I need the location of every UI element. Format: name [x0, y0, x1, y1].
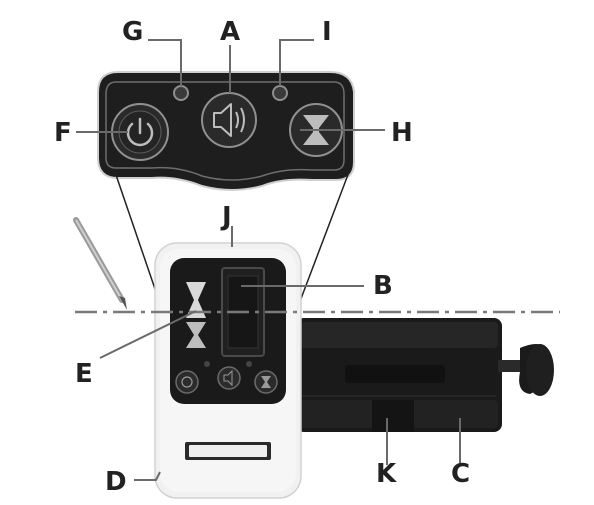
leader-e	[99, 310, 197, 359]
label-g: G	[122, 17, 143, 47]
sound-button-zoom	[201, 92, 257, 148]
label-h: H	[391, 118, 413, 148]
keypad-inner-outline	[105, 81, 345, 181]
label-e: E	[75, 359, 93, 389]
leader-lines	[76, 39, 461, 481]
label-j: J	[220, 202, 232, 232]
label-c: C	[451, 459, 470, 489]
label-f: F	[54, 118, 72, 148]
label-d: D	[105, 467, 127, 497]
power-icon	[126, 117, 154, 147]
laser-receiver	[154, 242, 302, 499]
leader-i	[279, 39, 314, 86]
led-g-zoom	[173, 85, 189, 101]
label-k: K	[376, 459, 397, 489]
leader-d	[134, 471, 161, 481]
receiver-buttons	[175, 361, 278, 394]
speaker-icon	[213, 103, 245, 137]
label-b: B	[373, 271, 393, 301]
led-i-zoom	[272, 85, 288, 101]
level-indicator-display	[183, 282, 209, 348]
power-button	[175, 370, 199, 394]
sound-button	[217, 366, 241, 390]
label-a: A	[220, 17, 240, 47]
label-i: I	[322, 17, 332, 47]
leader-g	[148, 39, 182, 86]
mounting-clamp	[296, 318, 554, 432]
pencil-illustration	[73, 217, 127, 310]
callout-labels: G A I F H J B E D K C	[54, 17, 470, 497]
